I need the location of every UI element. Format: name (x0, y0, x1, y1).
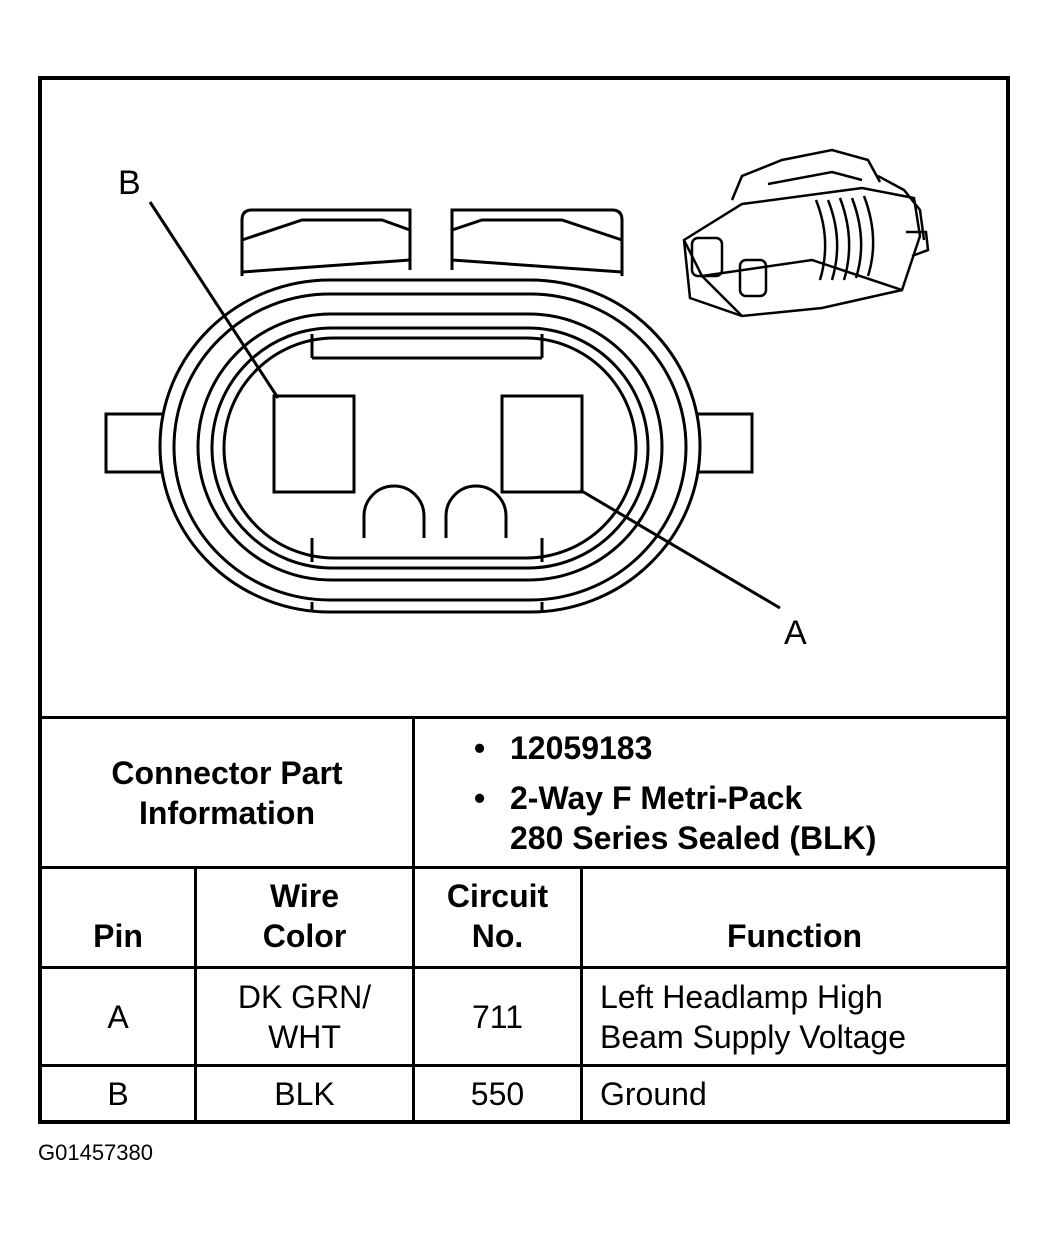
row-separator (42, 1064, 1006, 1067)
connector-key-bump-right (444, 484, 508, 538)
pin-b-label: B (118, 164, 141, 202)
connector-illustration: B A (104, 148, 930, 652)
pin-b-leader (148, 201, 280, 399)
figure-id: G01457380 (38, 1140, 153, 1165)
row-a-wire-color: DK GRN/ WHT (237, 978, 372, 1055)
connector-info-label-line1: Connector Part (111, 754, 343, 791)
connector-info-label: Connector Part Information (42, 719, 412, 866)
col-divider-3 (580, 866, 583, 1120)
header-separator (42, 966, 1006, 969)
connector-description-line2: 280 Series Sealed (BLK) (510, 820, 877, 856)
connector-body-outer (158, 278, 702, 614)
connector-latch-right (450, 208, 624, 276)
header-function: Function (726, 918, 863, 954)
row-b-pin: B (107, 1075, 129, 1112)
connector-key-bump-left (362, 484, 426, 538)
part-number: •12059183 (474, 730, 653, 766)
header-wire-color: Wire Color (262, 878, 347, 954)
pin-a-leader (579, 488, 781, 610)
connector-perspective-icon (682, 148, 930, 318)
connector-description: •2-Way F Metri-Pack (474, 780, 803, 816)
connector-side-tab-left (104, 412, 168, 474)
info-divider (412, 716, 415, 1120)
connector-latch-left (240, 208, 412, 276)
pin-a-label: A (784, 614, 807, 652)
row-b-wire-color: BLK (274, 1075, 335, 1112)
header-circuit-no: Circuit No. (446, 878, 549, 954)
row-a-pin: A (107, 998, 129, 1035)
row-a-function: Left Headlamp High Beam Supply Voltage (600, 978, 906, 1055)
col-divider-1 (194, 866, 197, 1120)
row-b-circuit: 550 (470, 1075, 525, 1112)
connector-info-values: •12059183 •2-Way F Metri-Pack 280 Series… (474, 728, 994, 866)
pin-b-terminal (272, 394, 356, 494)
table-top-border (42, 716, 1006, 719)
diagram-frame: B A Connector Part Information •12059183… (38, 76, 1010, 1124)
header-pin: Pin (93, 918, 143, 954)
row-b-function: Ground (600, 1075, 707, 1112)
connector-info-label-line2: Information (139, 794, 315, 831)
row-a-circuit: 711 (471, 998, 523, 1035)
pin-a-terminal (500, 394, 584, 494)
info-separator (42, 866, 1006, 869)
